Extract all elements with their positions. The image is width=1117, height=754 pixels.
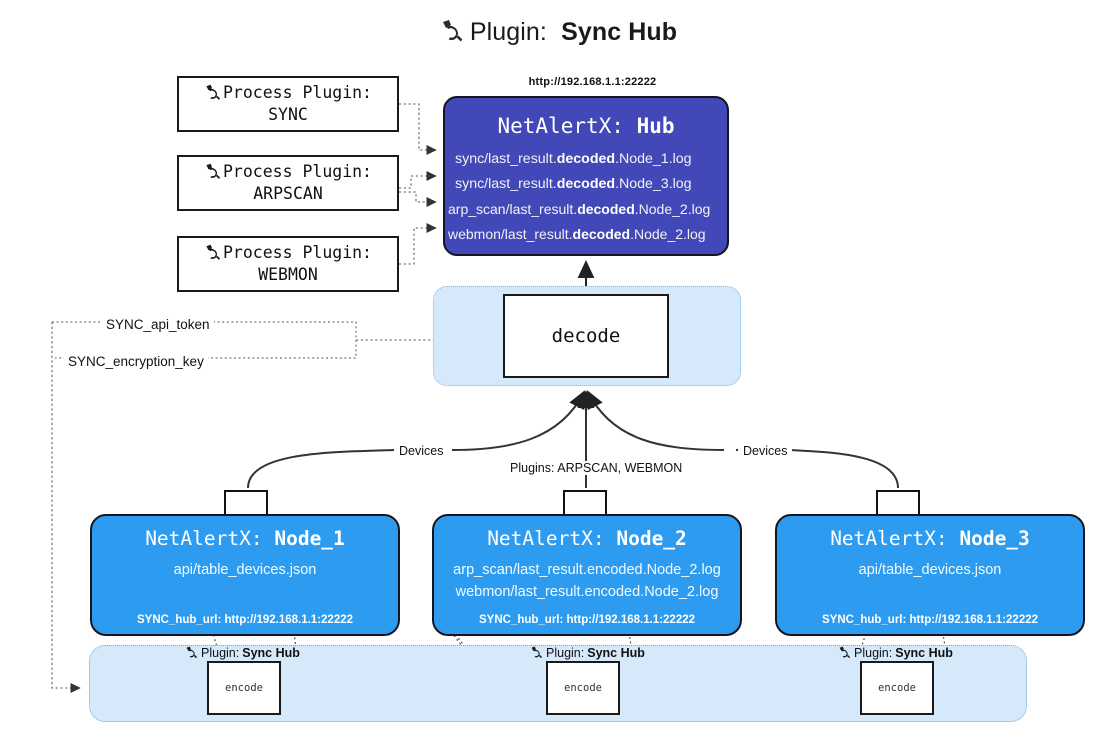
node-title-value: Node_2 (616, 527, 687, 550)
plug-icon (204, 82, 223, 104)
encode-box-3[interactable]: encode (860, 661, 934, 715)
edge-label-devices-left: Devices (394, 444, 449, 458)
plug-icon (530, 646, 546, 660)
hub-title-value: Hub (636, 114, 675, 138)
plug-icon (204, 161, 223, 183)
hub-url-label: http://192.168.1.1:22222 (528, 76, 657, 88)
edge-label-devices-right: Devices (738, 444, 793, 458)
node-file-line: arp_scan/last_result.encoded.Node_2.log (453, 562, 721, 578)
hub-title: NetAlertX: Hub (445, 114, 727, 138)
secret-label-encryption-key: SYNC_encryption_key (64, 354, 208, 369)
hub-file-pre: sync/last_result. (455, 151, 557, 167)
wire-arpscan-to-hub-row3 (399, 191, 437, 208)
hub-file-em: decoded (572, 226, 631, 242)
hub-file-em: decoded (577, 201, 635, 217)
encode-zone-plugin-label-3: Plugin:Sync Hub (838, 646, 953, 660)
node-title: NetAlertX: Node_2 (434, 527, 740, 550)
node-title-prefix: NetAlertX: (145, 527, 263, 550)
page-title-label: Plugin: (469, 18, 547, 46)
page-title: Plugin: Sync Hub (0, 18, 1117, 50)
process-plugin-box-sync[interactable]: Process Plugin: SYNC (177, 76, 399, 132)
plugin-value: Sync Hub (587, 646, 645, 660)
plugin-value: Sync Hub (895, 646, 953, 660)
node-file-line: webmon/last_result.encoded.Node_2.log (455, 584, 719, 600)
hub-file-row: sync/last_result.decoded.Node_3.log (445, 172, 727, 197)
hub-file-pre: arp_scan/last_result. (448, 201, 578, 217)
encode-box-1[interactable]: encode (207, 661, 281, 715)
wire-node3-devices-b (587, 390, 725, 451)
process-plugin-label: Process Plugin: (222, 82, 372, 102)
node-box-node-1[interactable]: NetAlertX: Node_1 api/table_devices.json… (90, 514, 400, 636)
hub-file-em: decoded (556, 176, 616, 192)
wire-webmon-to-hub-row4 (399, 222, 437, 265)
secret-label-api-token: SYNC_api_token (102, 317, 214, 332)
node-hub-url: SYNC_hub_url: http://192.168.1.1:22222 (478, 614, 696, 626)
process-plugin-name: ARPSCAN (253, 184, 323, 203)
plug-icon (838, 646, 854, 660)
hub-file-list: sync/last_result.decoded.Node_1.log sync… (445, 147, 727, 247)
encode-zone-plugin-label-2: Plugin:Sync Hub (530, 646, 645, 660)
node-hub-url: SYNC_hub_url: http://192.168.1.1:22222 (136, 614, 354, 626)
process-plugin-label: Process Plugin: (222, 161, 372, 181)
hub-file-pre: sync/last_result. (455, 176, 557, 192)
wire-node1-devices-b (451, 390, 585, 451)
node-hub-url: SYNC_hub_url: http://192.168.1.1:22222 (821, 614, 1039, 626)
node-file-line: api/table_devices.json (858, 562, 1002, 578)
node-title-value: Node_3 (959, 527, 1030, 550)
hub-file-row: sync/last_result.decoded.Node_1.log (445, 147, 727, 172)
hub-file-row: webmon/last_result.decoded.Node_2.log (445, 222, 727, 247)
plug-icon (440, 19, 466, 50)
hub-node[interactable]: NetAlertX: Hub sync/last_result.decoded.… (443, 96, 729, 256)
decode-box[interactable]: decode (503, 294, 669, 378)
hub-file-post: .Node_2.log (630, 226, 706, 242)
plug-icon (204, 242, 223, 264)
plug-icon (185, 646, 201, 660)
hub-file-post: .Node_1.log (615, 151, 692, 167)
hub-file-em: decoded (556, 151, 616, 167)
node-title-prefix: NetAlertX: (830, 527, 948, 550)
hub-file-post: .Node_2.log (634, 201, 711, 217)
node-box-node-3[interactable]: NetAlertX: Node_3 api/table_devices.json… (775, 514, 1085, 636)
hub-file-post: .Node_3.log (615, 176, 692, 192)
process-plugin-name: WEBMON (258, 265, 318, 284)
node-file-line: api/table_devices.json (173, 562, 317, 578)
node-title-prefix: NetAlertX: (487, 527, 605, 550)
page-title-value: Sync Hub (561, 18, 678, 46)
plugin-label: Plugin: (201, 646, 240, 660)
node-title: NetAlertX: Node_3 (777, 527, 1083, 550)
encode-zone-plugin-label-1: Plugin:Sync Hub (185, 646, 300, 660)
encode-box-2[interactable]: encode (546, 661, 620, 715)
node-box-node-2[interactable]: NetAlertX: Node_2 arp_scan/last_result.e… (432, 514, 742, 636)
wire-secrets-to-encode-zone (51, 322, 81, 694)
plugin-value: Sync Hub (242, 646, 300, 660)
process-plugin-label: Process Plugin: (222, 242, 372, 262)
process-plugin-name: SYNC (268, 105, 308, 124)
hub-file-row: arp_scan/last_result.decoded.Node_2.log (445, 197, 727, 222)
process-plugin-box-webmon[interactable]: Process Plugin: WEBMON (177, 236, 399, 292)
plugin-label: Plugin: (546, 646, 585, 660)
hub-file-pre: webmon/last_result. (448, 226, 573, 242)
edge-label-plugins: Plugins: ARPSCAN, WEBMON (505, 461, 688, 475)
plugin-label: Plugin: (854, 646, 893, 660)
wire-arpscan-to-hub-row2 (399, 170, 437, 189)
node-title-value: Node_1 (274, 527, 345, 550)
hub-title-prefix: NetAlertX: (497, 114, 624, 138)
wire-sync-to-hub-row1 (399, 103, 437, 156)
node-title: NetAlertX: Node_1 (92, 527, 398, 550)
process-plugin-box-arpscan[interactable]: Process Plugin: ARPSCAN (177, 155, 399, 211)
